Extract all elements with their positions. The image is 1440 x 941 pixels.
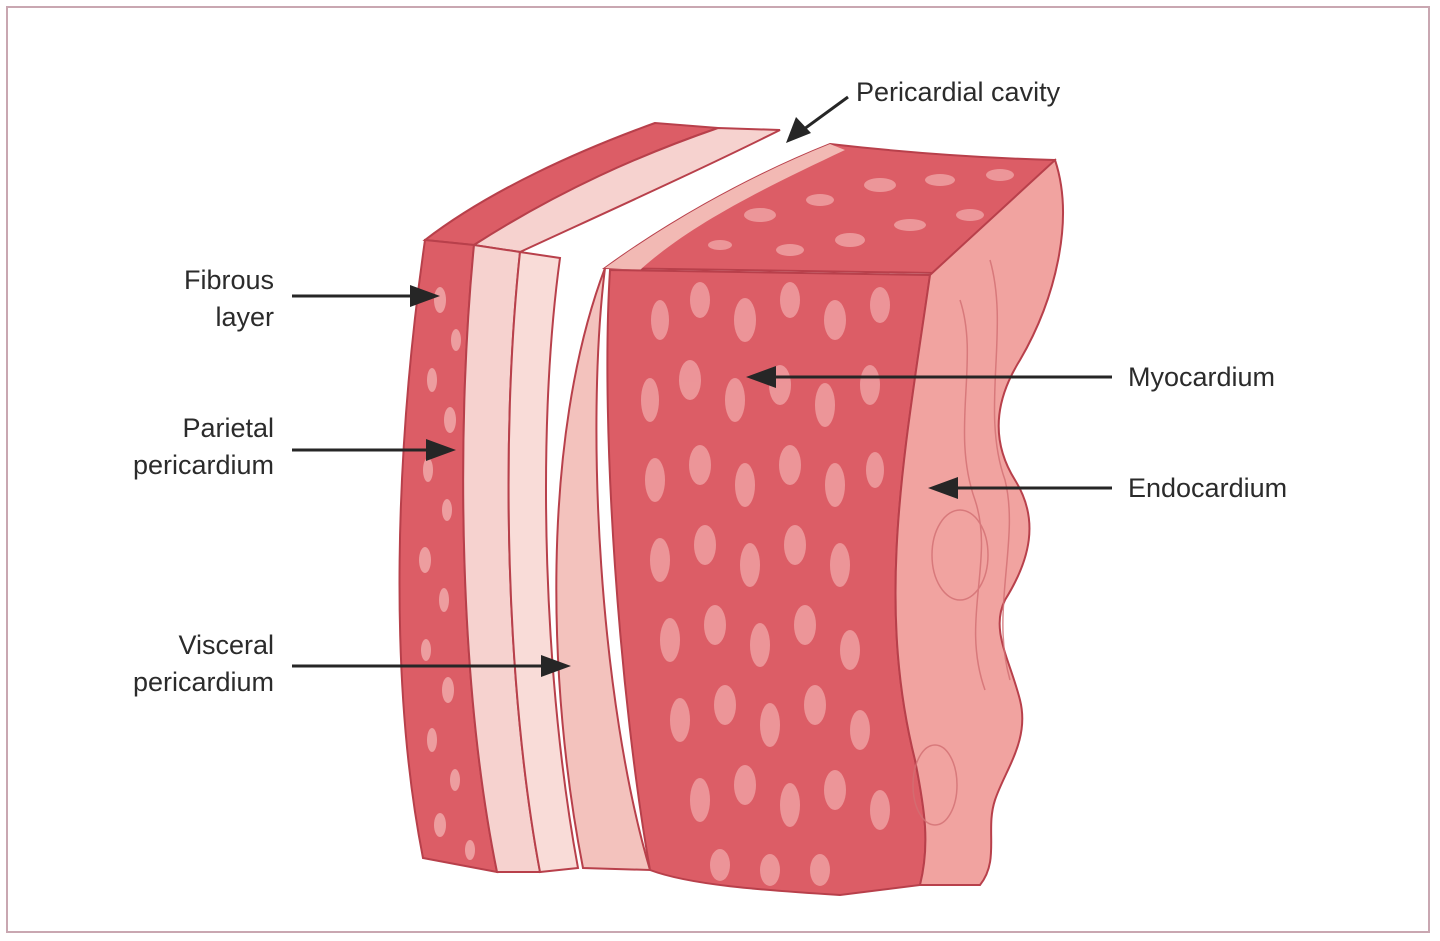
visceral-pericardium-label: Visceral pericardium [80, 627, 274, 701]
pericardial-cavity-arrow [799, 95, 849, 134]
parietal-pericardium-label: Parietal pericardium [80, 410, 274, 484]
serous-band [507, 250, 580, 874]
fibrous-layer-label-line-2: layer [215, 302, 274, 332]
parietal-pericardium-label-line-1: Parietal [182, 413, 274, 443]
myocardium-block [555, 142, 1064, 897]
pericardial-cavity-label: Pericardial cavity [856, 77, 1061, 107]
visceral-top-face [605, 144, 845, 270]
parietal-block [398, 121, 781, 874]
parietal-pericardium-label-line-2: pericardium [132, 450, 274, 480]
parietal-top-face [471, 126, 781, 254]
myocardium-label: Myocardium [1128, 362, 1276, 392]
visceral-pericardium-label-line-1: Visceral [178, 630, 274, 660]
visceral-pericardium-section [555, 267, 652, 872]
endocardium-label: Endocardium [1128, 473, 1288, 503]
label-arrows [292, 95, 1112, 677]
fibrous-layer-label: Fibrous layer [80, 262, 274, 336]
fibrous-layer-label-line-1: Fibrous [183, 265, 274, 295]
visceral-pericardium-label-line-2: pericardium [132, 667, 274, 697]
